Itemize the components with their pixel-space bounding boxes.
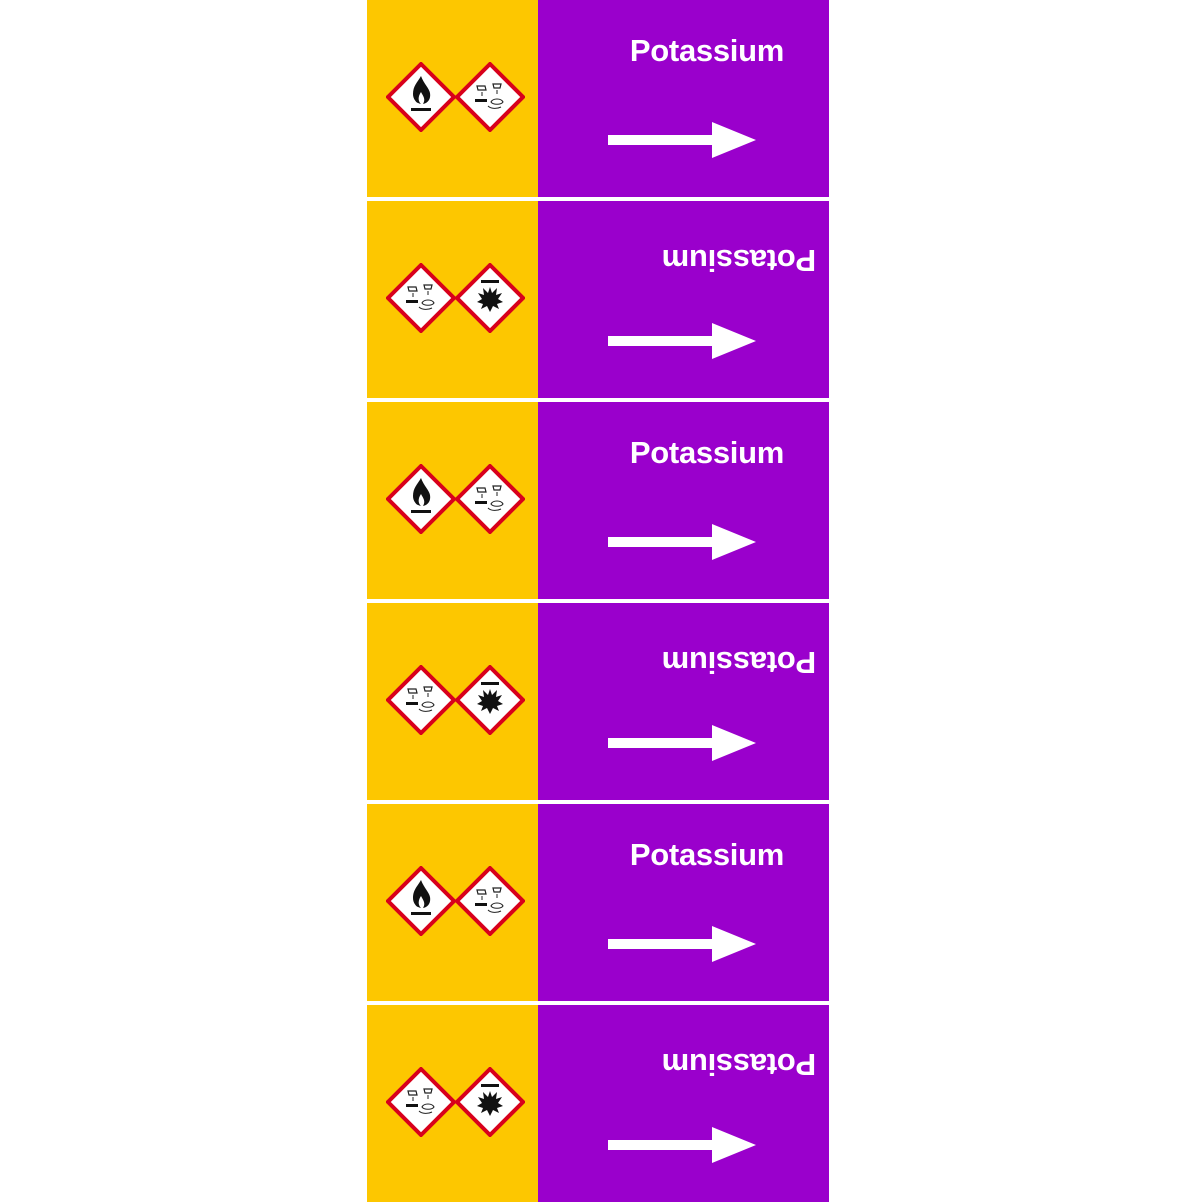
hazard-pictograms	[386, 1067, 526, 1137]
substance-name: Potassium	[662, 645, 817, 680]
hazard-pictograms	[386, 263, 526, 333]
pipe-marker-label: Potassium	[367, 1005, 829, 1202]
pipe-marker-label: Potassium	[367, 0, 829, 197]
pipe-marker-label: Potassium	[367, 201, 829, 398]
ghs05-corrosion-icon	[455, 866, 525, 936]
substance-section: Potassium	[538, 804, 829, 1001]
substance-section: Potassium	[538, 1005, 829, 1202]
ghs01-exploding-bomb-icon	[455, 665, 525, 735]
ghs02-flame-icon	[386, 62, 456, 132]
hazard-section	[367, 804, 538, 1001]
pipe-marker-label: Potassium	[367, 804, 829, 1001]
flow-direction-arrow-icon	[608, 1127, 756, 1163]
substance-section: Potassium	[538, 201, 829, 398]
hazard-section	[367, 603, 538, 800]
ghs02-flame-icon	[386, 866, 456, 936]
pipe-marker-label: Potassium	[367, 402, 829, 599]
ghs02-flame-icon	[386, 464, 456, 534]
flow-direction-arrow-icon	[608, 725, 756, 761]
flow-direction-arrow-icon	[608, 926, 756, 962]
hazard-pictograms	[386, 464, 526, 534]
substance-name: Potassium	[629, 435, 784, 470]
hazard-section	[367, 201, 538, 398]
hazard-pictograms	[386, 62, 526, 132]
substance-name: Potassium	[662, 1047, 817, 1082]
ghs05-corrosion-icon	[455, 62, 525, 132]
ghs05-corrosion-icon	[386, 1067, 456, 1137]
hazard-pictograms	[386, 665, 526, 735]
flow-direction-arrow-icon	[608, 122, 756, 158]
hazard-section	[367, 402, 538, 599]
ghs05-corrosion-icon	[386, 263, 456, 333]
substance-name: Potassium	[629, 33, 784, 68]
ghs05-corrosion-icon	[455, 464, 525, 534]
pipe-marker-label: Potassium	[367, 603, 829, 800]
substance-section: Potassium	[538, 0, 829, 197]
ghs01-exploding-bomb-icon	[455, 263, 525, 333]
ghs05-corrosion-icon	[386, 665, 456, 735]
substance-section: Potassium	[538, 402, 829, 599]
flow-direction-arrow-icon	[608, 323, 756, 359]
flow-direction-arrow-icon	[608, 524, 756, 560]
substance-name: Potassium	[629, 837, 784, 872]
ghs01-exploding-bomb-icon	[455, 1067, 525, 1137]
substance-name: Potassium	[662, 243, 817, 278]
hazard-section	[367, 1005, 538, 1202]
substance-section: Potassium	[538, 603, 829, 800]
hazard-pictograms	[386, 866, 526, 936]
hazard-section	[367, 0, 538, 197]
